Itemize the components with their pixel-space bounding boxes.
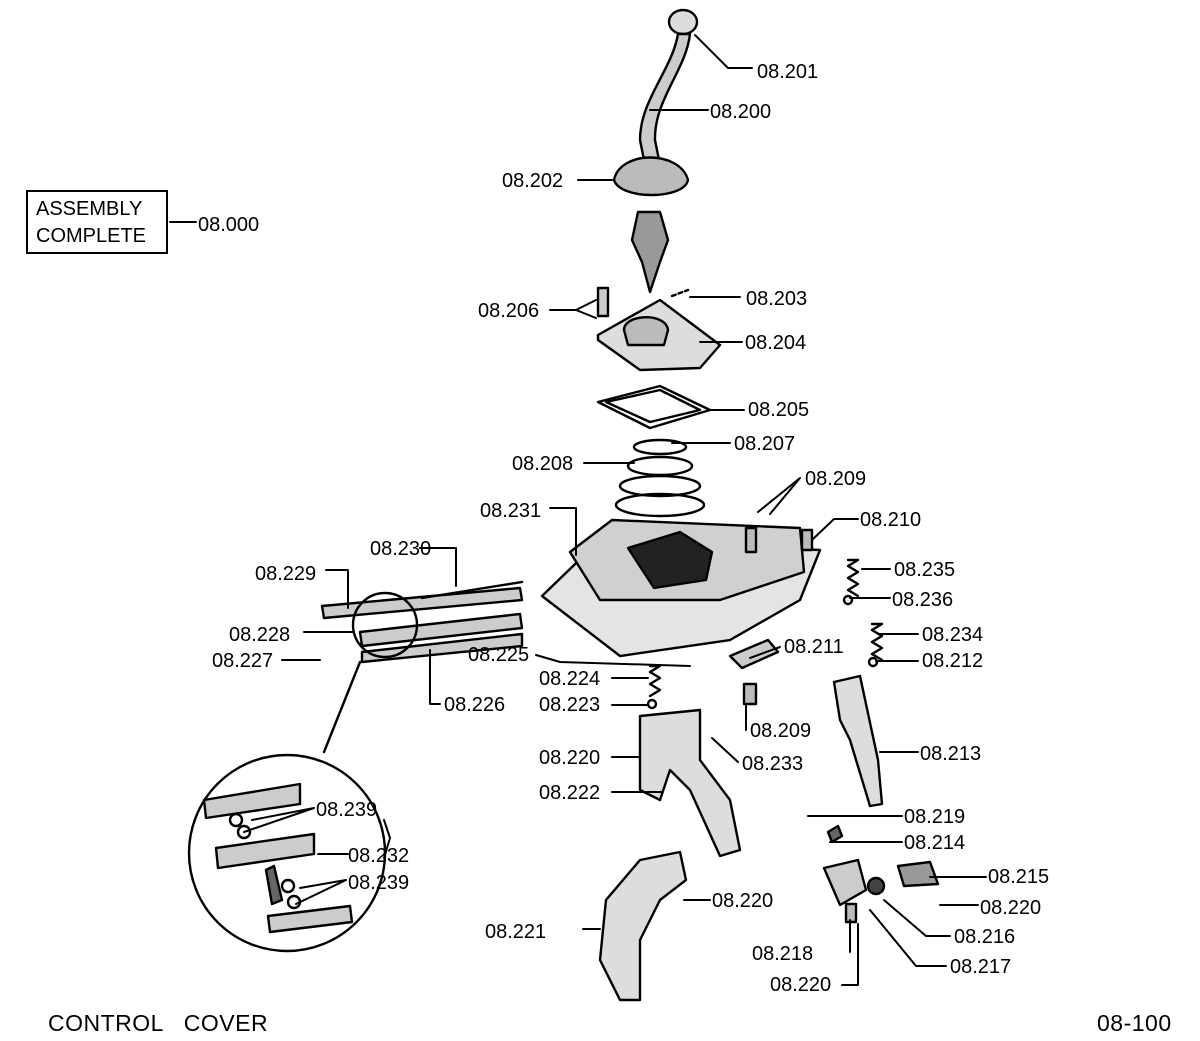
detail-magnifier: [187, 660, 387, 953]
lever-spring: [614, 438, 706, 518]
part-label: 08.222: [539, 782, 601, 804]
part-label: 08.211: [784, 636, 844, 658]
part-label: 08.235: [894, 559, 956, 581]
reverse-selector-assembly: [822, 824, 940, 924]
part-label: 08.221: [485, 921, 547, 943]
selector-fork-center: [638, 708, 742, 858]
part-label: 08.234: [922, 624, 984, 646]
part-label: 08.236: [892, 589, 954, 611]
part-label: 08.217: [950, 956, 1012, 978]
part-label: 08.207: [734, 433, 796, 455]
part-label: 08.202: [502, 170, 564, 192]
part-label: 08.206: [478, 300, 540, 322]
part-label: 08.205: [748, 399, 810, 421]
part-label: 08.231: [480, 500, 542, 522]
part-label: 08.200: [710, 101, 772, 123]
selector-fork-right: [832, 674, 884, 808]
page-code: 08-100: [1097, 1010, 1172, 1036]
part-label: 08.214: [904, 832, 966, 854]
part-label: 08.226: [444, 694, 506, 716]
assembly-box-line-2: COMPLETE: [36, 225, 147, 247]
part-label: 08.225: [468, 644, 530, 666]
assembly-ref-label: 08.000: [198, 214, 260, 236]
part-label: 08.210: [860, 509, 922, 531]
part-label: 08.209: [750, 720, 812, 742]
part-label: 08.209: [805, 468, 867, 490]
part-label: 08.233: [742, 753, 804, 775]
part-label: 08.203: [746, 288, 808, 310]
part-label: 08.224: [539, 668, 601, 690]
part-label: 08.213: [920, 743, 982, 765]
part-label: 08.201: [757, 61, 819, 83]
part-label: 08.220: [712, 890, 774, 912]
part-label: 08.229: [255, 563, 317, 585]
part-label: 08.227: [212, 650, 274, 672]
tower-gasket: [596, 384, 712, 430]
part-label: 08.230: [370, 538, 432, 560]
part-label: 08.219: [904, 806, 966, 828]
part-label: 08.228: [229, 624, 291, 646]
part-label: 08.239: [348, 872, 410, 894]
selector-fork-lower: [598, 850, 688, 1002]
leader-lines: [169, 34, 987, 986]
control-cover-casting: [540, 518, 822, 658]
interlock-plate: [728, 638, 780, 706]
lever-boot: [612, 156, 690, 294]
shift-lever: [638, 32, 692, 167]
part-label: 08.220: [770, 974, 832, 996]
part-label: 08.216: [954, 926, 1016, 948]
part-label: 08.232: [348, 845, 410, 867]
part-label: 08.223: [539, 694, 601, 716]
assembly-complete-box: ASSEMBLY COMPLETE: [26, 190, 168, 254]
shift-knob: [667, 8, 699, 36]
part-label: 08.212: [922, 650, 984, 672]
part-label: 08.204: [745, 332, 807, 354]
part-label: 08.218: [752, 943, 814, 965]
part-label: 08.220: [539, 747, 601, 769]
diagram-title: CONTROL COVER: [48, 1010, 269, 1036]
part-label: 08.208: [512, 453, 574, 475]
shift-rails: [320, 580, 524, 664]
part-label: 08.239: [316, 799, 378, 821]
part-label: 08.220: [980, 897, 1042, 919]
assembly-box-line-1: ASSEMBLY: [36, 198, 143, 220]
lever-tower-housing: [596, 286, 722, 372]
part-label: 08.215: [988, 866, 1050, 888]
